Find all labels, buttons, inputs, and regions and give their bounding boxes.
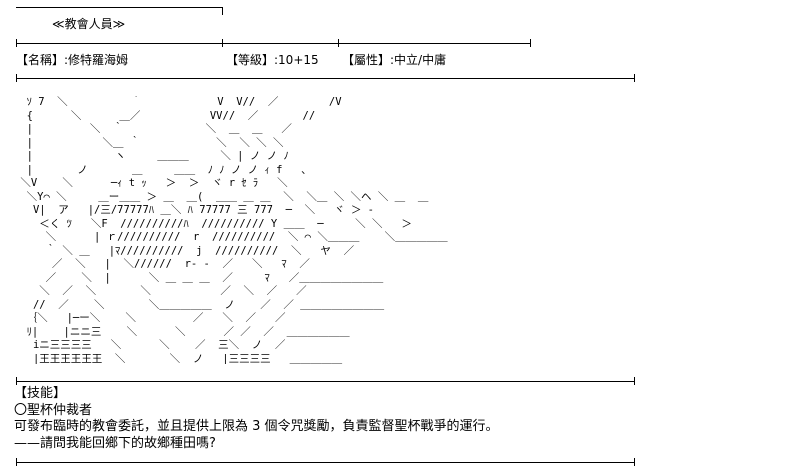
info-top-rule [16, 43, 530, 44]
skills-section: 【技能】 〇聖杯仲裁者 可發布臨時的教會委託，並且提供上限為 3 個令咒獎勵，負… [14, 386, 499, 452]
character-quote: ——請問我能回鄉下的故鄉種田嗎? [14, 435, 216, 451]
skills-bottom-rule [16, 462, 634, 463]
skills-bottom-tick-left [16, 458, 17, 466]
skills-heading: 【技能】 [14, 386, 67, 401]
character-name: 【名稱】:修特羅海姆 [16, 53, 129, 67]
art-top-tick-left [16, 74, 17, 82]
skill-name: 〇聖杯仲裁者 [14, 402, 93, 418]
skills-top-rule [16, 381, 634, 382]
character-level: 【等級】:10+15 [226, 53, 319, 67]
art-top-rule [16, 78, 634, 79]
skills-top-tick-left [16, 377, 17, 385]
skills-bottom-tick-right [634, 458, 635, 466]
title-top-rule [16, 7, 222, 8]
page-title: ≪教會人員≫ [52, 17, 126, 31]
skill-description: 可發布臨時的教會委託，並且提供上限為 3 個令咒獎勵，負責監督聖杯戰爭的運行。 [14, 419, 499, 434]
info-tick-3 [338, 39, 339, 47]
skills-top-tick-right [634, 377, 635, 385]
character-alignment: 【屬性】:中立/中庸 [342, 53, 447, 67]
title-top-rule-tick-right [222, 7, 223, 15]
info-tick-4 [530, 39, 531, 47]
art-top-tick-right [634, 74, 635, 82]
info-tick-2 [222, 39, 223, 47]
info-tick-1 [16, 39, 17, 47]
ascii-art-figure: ｿ 7 ＼ ｀ V V// ／ /V { ＼ ＿／ VV// ／ // | ＼ … [14, 96, 448, 364]
